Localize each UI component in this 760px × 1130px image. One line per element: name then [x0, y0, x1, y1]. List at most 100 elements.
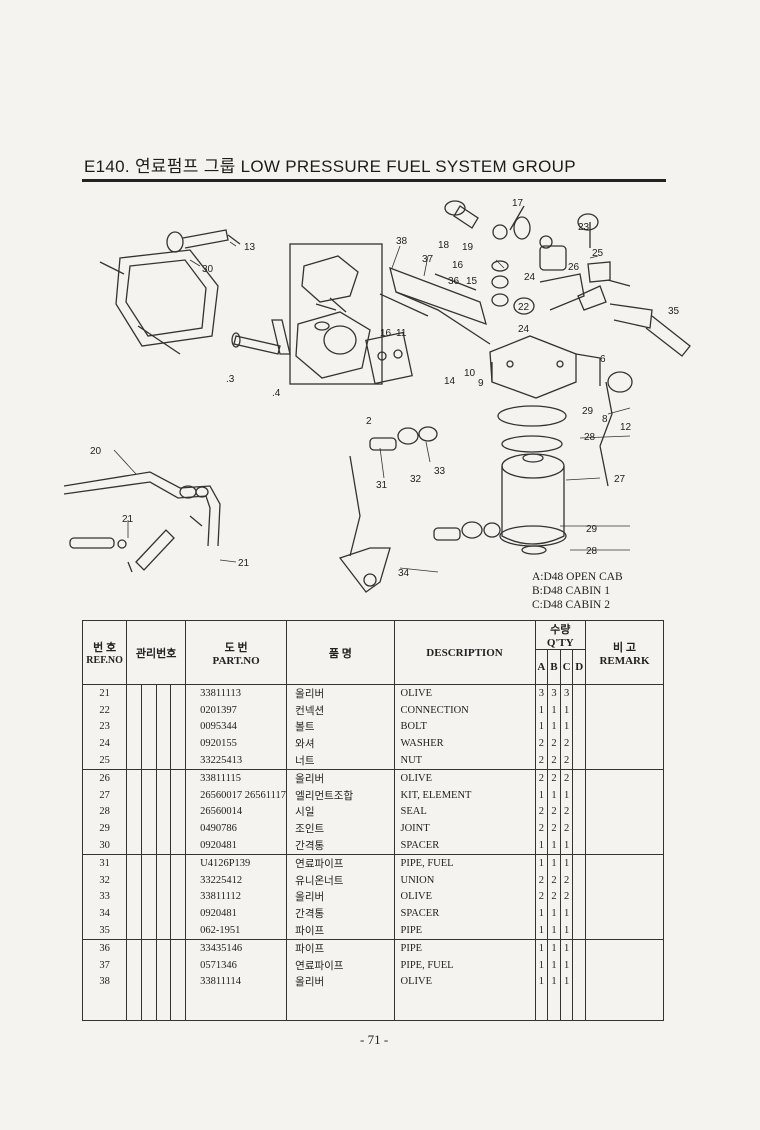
qty-d-cell	[572, 905, 587, 923]
part-number-cell: 0920481	[185, 905, 288, 923]
ref-cell: 24	[81, 735, 128, 753]
header-ref: 번 호 REF.NO	[81, 620, 128, 685]
mgmt-cell	[155, 905, 172, 923]
qty-c-cell: 1	[559, 786, 574, 804]
mgmt-cell	[140, 905, 157, 923]
mgmt-cell	[126, 735, 142, 753]
qty-a-cell: 2	[534, 752, 549, 770]
header-mgmt: 관리번호	[126, 620, 187, 685]
mgmt-cell	[126, 905, 142, 923]
qty-a-cell: 3	[534, 684, 549, 702]
mgmt-cell	[170, 820, 187, 838]
mgmt-cell	[126, 973, 142, 991]
part-number-cell: 0490786	[185, 820, 288, 838]
korean-name-cell: 유니온너트	[286, 871, 395, 889]
svg-text:.3: .3	[226, 374, 235, 385]
svg-text:2: 2	[366, 416, 372, 427]
ref-cell: 28	[81, 803, 128, 821]
korean-name-cell: 올리버	[286, 888, 395, 906]
mgmt-cell	[126, 854, 142, 872]
description-cell: OLIVE	[393, 684, 536, 702]
qty-d-cell	[572, 922, 587, 940]
svg-text:19: 19	[462, 242, 474, 253]
korean-name-cell: 연료파이프	[286, 854, 395, 872]
qty-d-cell	[572, 939, 587, 957]
description-cell: SEAL	[393, 803, 536, 821]
qty-a-cell: 2	[534, 769, 549, 787]
qty-c-cell: 2	[559, 820, 574, 838]
svg-text:33: 33	[434, 466, 446, 477]
table-filler-row	[81, 990, 664, 1022]
remark-cell	[585, 939, 664, 957]
empty-cell	[547, 990, 561, 1022]
remark-cell	[585, 735, 664, 753]
qty-c-cell: 3	[559, 684, 574, 702]
qty-b-cell: 3	[547, 684, 561, 702]
qty-d-cell	[572, 803, 587, 821]
description-cell: PIPE, FUEL	[393, 956, 536, 974]
header-qty-c: C	[559, 649, 574, 685]
mgmt-cell	[140, 718, 157, 736]
qty-b-cell: 2	[547, 888, 561, 906]
qty-a-cell: 1	[534, 837, 549, 855]
empty-cell	[185, 990, 288, 1022]
mgmt-cell	[170, 786, 187, 804]
bracket-arm	[599, 371, 633, 487]
svg-text:14: 14	[444, 376, 456, 387]
qty-b-cell: 1	[547, 973, 561, 991]
svg-text:23: 23	[578, 222, 590, 233]
mgmt-cell	[126, 837, 142, 855]
table-subheader-row: A B C D	[83, 649, 664, 685]
korean-name-cell: 올리버	[286, 684, 395, 702]
mgmt-cell	[126, 939, 142, 957]
mgmt-cell	[140, 684, 157, 702]
svg-text:28: 28	[586, 546, 598, 557]
empty-cell	[170, 990, 187, 1022]
ref-cell: 26	[81, 769, 128, 787]
mgmt-cell	[126, 752, 142, 770]
part-number-cell: 0920481	[185, 837, 288, 855]
mgmt-cell	[170, 735, 187, 753]
ref-cell: 27	[81, 786, 128, 804]
mgmt-cell	[155, 769, 172, 787]
qty-a-cell: 2	[534, 871, 549, 889]
mgmt-cell	[126, 769, 142, 787]
mgmt-cell	[126, 956, 142, 974]
description-cell: OLIVE	[393, 973, 536, 991]
korean-name-cell: 엘리먼트조합	[286, 786, 395, 804]
qty-a-cell: 1	[534, 973, 549, 991]
empty-cell	[559, 990, 574, 1022]
ref-cell: 36	[81, 939, 128, 957]
filter-head	[489, 335, 601, 399]
variant-legend: A:D48 OPEN CAB B:D48 CABIN 1 C:D48 CABIN…	[532, 570, 623, 612]
qty-b-cell: 1	[547, 786, 561, 804]
qty-d-cell	[572, 786, 587, 804]
svg-text:17: 17	[512, 198, 524, 209]
header-ref-kor: 번 호	[93, 642, 117, 654]
callout-leaders	[113, 241, 631, 573]
qty-b-cell: 1	[547, 718, 561, 736]
svg-text:20: 20	[90, 446, 102, 457]
bolt-13	[166, 229, 241, 253]
mgmt-cell	[140, 871, 157, 889]
mgmt-cell	[126, 684, 142, 702]
part-number-cell: 0095344	[185, 718, 288, 736]
mgmt-cell	[126, 820, 142, 838]
svg-text:6: 6	[600, 354, 606, 365]
description-cell: WASHER	[393, 735, 536, 753]
remark-cell	[585, 803, 664, 821]
korean-name-cell: 파이프	[286, 922, 395, 940]
ref-cell: 21	[81, 684, 128, 702]
qty-a-cell: 2	[534, 735, 549, 753]
mgmt-cell	[170, 854, 187, 872]
svg-text:.4: .4	[272, 388, 281, 399]
mgmt-cell	[140, 803, 157, 821]
